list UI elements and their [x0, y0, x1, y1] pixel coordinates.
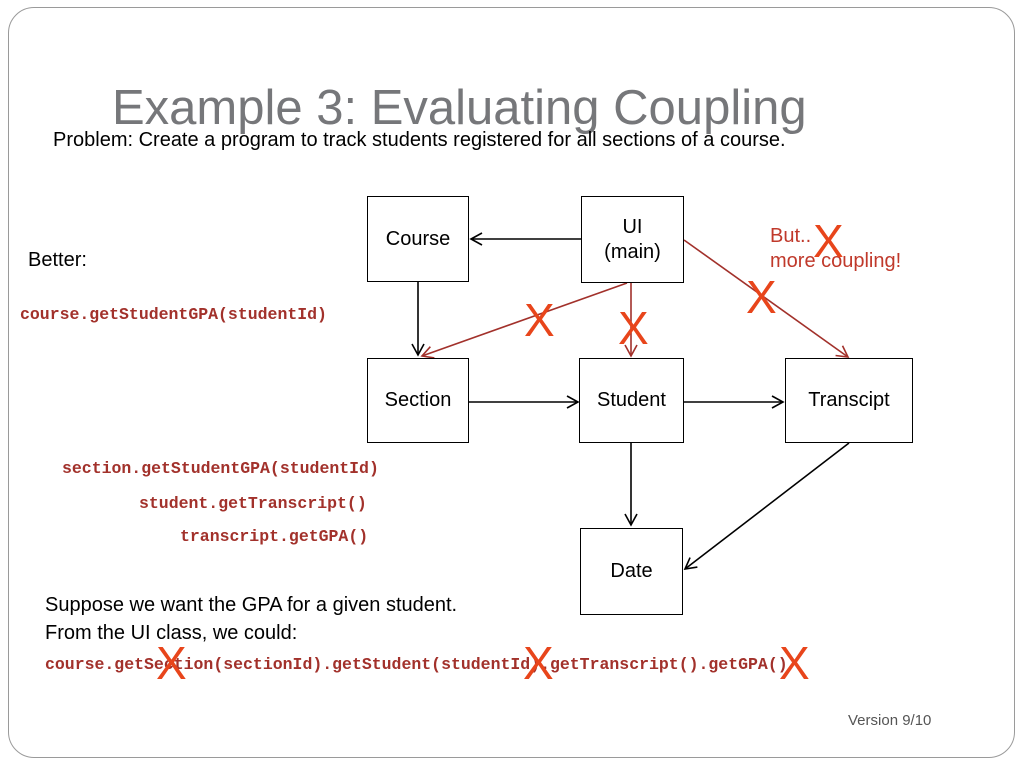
node-course-label: Course — [385, 227, 451, 250]
node-ui-sublabel: (main) — [604, 240, 661, 263]
problem-statement: Problem: Create a program to track stude… — [53, 129, 786, 151]
coupling-remark-line1: But.. — [770, 225, 812, 247]
node-ui: UI (main) — [581, 196, 684, 283]
version-footer: Version 9/10 — [848, 712, 932, 729]
cross-mark-ui-section: X — [524, 294, 555, 346]
node-section-label: Section — [384, 389, 452, 411]
cross-mark-chain-1: X — [156, 637, 187, 689]
cross-mark-ui-student: X — [618, 302, 649, 354]
code-section-call: section.getStudentGPA(studentId) — [62, 459, 379, 478]
node-transcript: Transcipt — [785, 358, 913, 443]
code-chain: course.getSection(sectionId).getStudent(… — [45, 655, 788, 674]
code-student-call: student.getTranscript() — [139, 494, 367, 513]
node-section: Section — [367, 358, 469, 443]
node-ui-label: UI — [622, 215, 643, 238]
slide-title: Example 3: Evaluating Coupling — [112, 81, 807, 135]
node-student: Student — [579, 358, 684, 443]
cross-mark-chain-3: X — [779, 637, 810, 689]
suppose-line1: Suppose we want the GPA for a given stud… — [45, 594, 458, 616]
suppose-line2: From the UI class, we could: — [45, 622, 298, 644]
arrow-ui-to-section — [420, 282, 628, 359]
node-transcript-label: Transcipt — [808, 389, 890, 411]
arrow-ui-to-transcript — [683, 239, 850, 358]
code-transcript-call: transcript.getGPA() — [180, 527, 369, 546]
arrow-transcript-to-date — [683, 442, 850, 571]
cross-mark-ui-transcript: X — [746, 271, 777, 323]
node-course: Course — [367, 196, 469, 282]
node-date-label: Date — [610, 560, 653, 582]
cross-mark-remark: X — [813, 215, 844, 267]
node-date: Date — [580, 528, 683, 615]
coupling-remark-line2: more coupling! — [770, 250, 902, 272]
coupling-remark: But.. more coupling! — [770, 224, 901, 274]
cross-mark-chain-2: X — [523, 637, 554, 689]
node-student-label: Student — [597, 389, 666, 411]
better-label: Better: — [28, 249, 87, 271]
code-course-call: course.getStudentGPA(studentId) — [20, 305, 327, 324]
